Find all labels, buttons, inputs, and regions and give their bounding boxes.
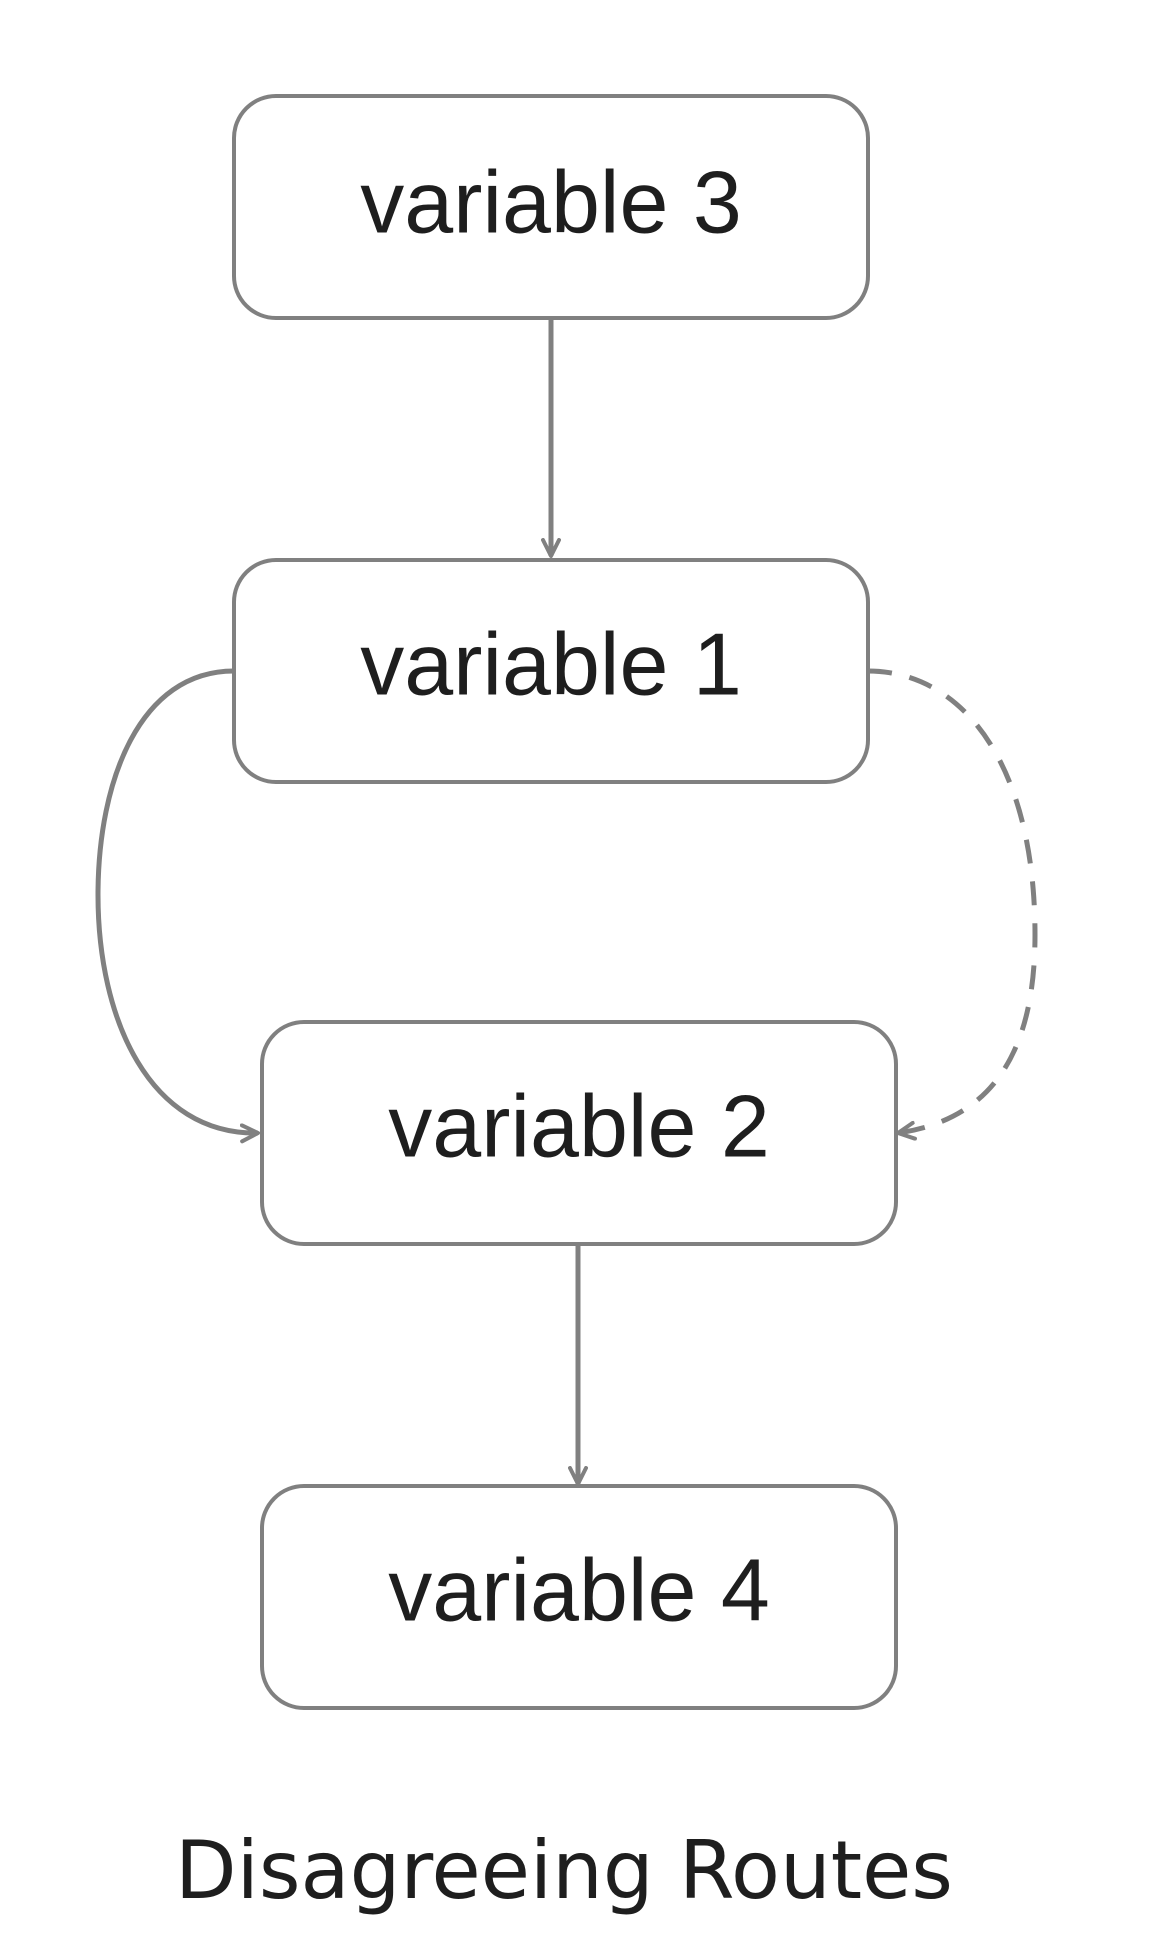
node-variable-3[interactable]: variable 3 <box>232 94 870 320</box>
edge-v1-to-v2-dashed <box>867 668 1038 1141</box>
node-variable-4[interactable]: variable 4 <box>260 1484 898 1710</box>
node-label: variable 3 <box>360 152 742 251</box>
node-label: variable 1 <box>360 614 742 713</box>
node-variable-1[interactable]: variable 1 <box>232 558 870 784</box>
node-label: variable 2 <box>388 1076 770 1175</box>
diagram-caption: Disagreeing Routes <box>175 1824 953 1917</box>
edge-v1-to-v2-solid <box>95 668 260 1144</box>
node-label: variable 4 <box>388 1540 770 1639</box>
node-variable-2[interactable]: variable 2 <box>260 1020 898 1246</box>
